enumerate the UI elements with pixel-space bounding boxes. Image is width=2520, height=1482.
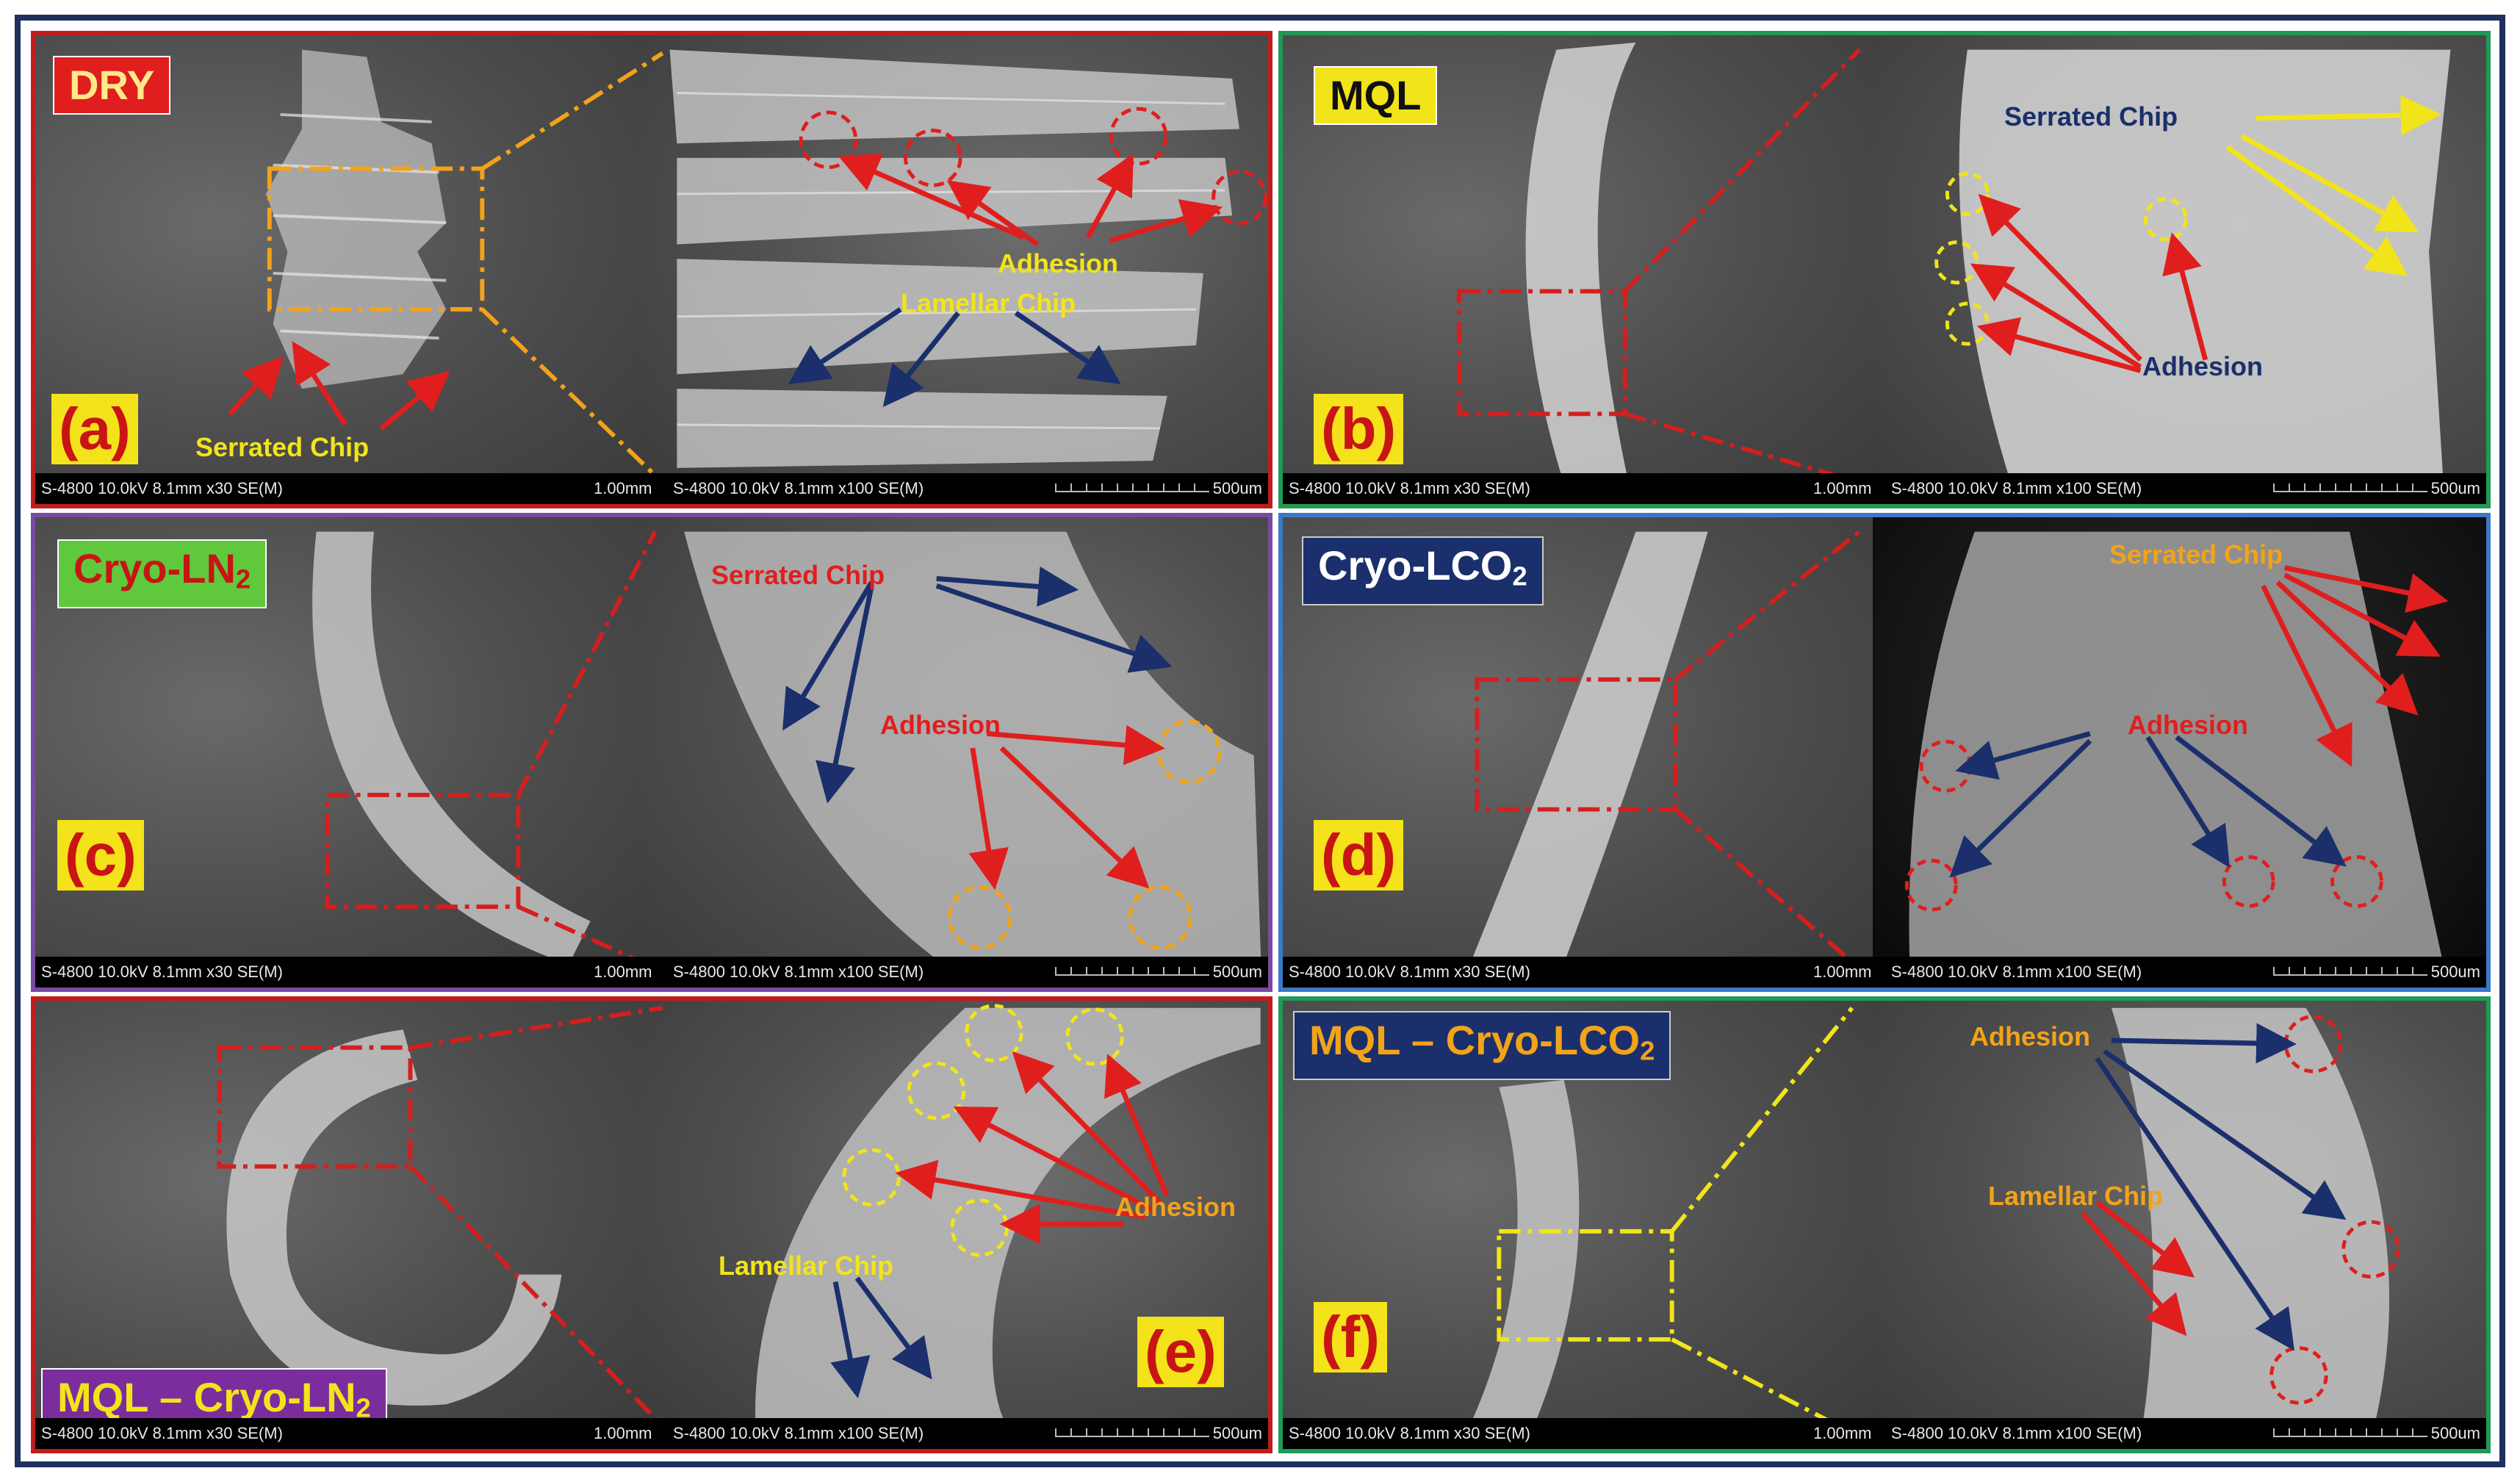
panel-letter: (f) bbox=[1314, 1302, 1387, 1373]
annotation-adhesion: Adhesion bbox=[2142, 351, 2264, 381]
annotation-lamellar-chip: Lamellar Chip bbox=[719, 1251, 894, 1281]
annotation-adhesion: Adhesion bbox=[1970, 1021, 2091, 1051]
condition-label: MQL – Cryo-LCO2 bbox=[1293, 1011, 1671, 1081]
zoom-box bbox=[1497, 1229, 1674, 1342]
panel-b-drawing bbox=[1456, 42, 2451, 485]
panel-c: Cryo-LN2 Serrated Chip Adhesion (c) S-48… bbox=[31, 513, 1272, 992]
panel-d: Cryo-LCO2 Serrated Chip Adhesion (d) S-4… bbox=[1278, 513, 2491, 992]
zoom-box bbox=[217, 1045, 413, 1169]
panel-e: Adhesion Lamellar Chip (e) MQL – Cryo-LN… bbox=[31, 996, 1272, 1453]
annotation-serrated-chip: Serrated Chip bbox=[2109, 539, 2283, 569]
chip-zoom bbox=[2111, 1007, 2390, 1441]
annotation-adhesion: Adhesion bbox=[2128, 710, 2249, 740]
zoom-box bbox=[325, 792, 521, 910]
panel-e-drawing bbox=[217, 1004, 1261, 1441]
panel-a-drawing bbox=[228, 49, 1267, 484]
status-bar: S-4800 10.0kV 8.1mm x30 SE(M) 1.00mm S-4… bbox=[1283, 1418, 2486, 1449]
annotation-adhesion: Adhesion bbox=[1115, 1192, 1236, 1222]
chip-shape bbox=[312, 531, 591, 965]
status-bar: S-4800 10.0kV 8.1mm x30 SE(M) 1.00mm S-4… bbox=[1283, 957, 2486, 988]
chip-zoom bbox=[1909, 531, 2444, 965]
zoom-box bbox=[1475, 677, 1678, 812]
status-bar: S-4800 10.0kV 8.1mm x30 SE(M) 1.00mm S-4… bbox=[1283, 473, 2486, 504]
chip-shape bbox=[1469, 531, 1708, 965]
panel-f: MQL – Cryo-LCO2 Adhesion Lamellar Chip (… bbox=[1278, 996, 2491, 1453]
zoom-box bbox=[1456, 289, 1627, 417]
zoom-box bbox=[267, 166, 485, 312]
panel-c-drawing bbox=[312, 530, 1261, 971]
condition-label: Cryo-LCO2 bbox=[1302, 536, 1544, 606]
annotation-lamellar-chip: Lamellar Chip bbox=[1988, 1181, 2164, 1211]
panel-letter: (a) bbox=[51, 394, 138, 464]
condition-label: DRY bbox=[53, 56, 171, 115]
panel-letter: (b) bbox=[1314, 394, 1404, 464]
chip-shape bbox=[1525, 42, 1636, 483]
annotation-serrated-chip: Serrated Chip bbox=[2004, 101, 2178, 132]
annotation-serrated-chip: Serrated Chip bbox=[711, 560, 885, 590]
status-bar: S-4800 10.0kV 8.1mm x30 SE(M) 1.00mm S-4… bbox=[35, 1418, 1268, 1449]
panel-d-drawing bbox=[1469, 530, 2449, 970]
panel-b: MQL Serrated Chip Adhesion (b) S-4800 10… bbox=[1278, 31, 2491, 508]
annotation-serrated-chip: Serrated Chip bbox=[195, 432, 370, 462]
status-bar: S-4800 10.0kV 8.1mm x30 SE(M) 1.00mm S-4… bbox=[35, 957, 1268, 988]
chip-shape bbox=[1463, 1079, 1580, 1441]
condition-label: MQL bbox=[1314, 66, 1438, 125]
annotation-adhesion: Adhesion bbox=[998, 248, 1119, 278]
condition-label: Cryo-LN2 bbox=[57, 539, 267, 609]
panel-letter: (e) bbox=[1137, 1317, 1224, 1387]
status-bar: S-4800 10.0kV 8.1mm x30 SE(M) 1.00mm S-4… bbox=[35, 473, 1268, 504]
panel-a: DRY Adhesion Lamellar Chip Serrated Chip… bbox=[31, 31, 1272, 508]
annotation-adhesion: Adhesion bbox=[880, 710, 1001, 740]
annotation-lamellar-chip: Lamellar Chip bbox=[901, 288, 1076, 318]
panel-f-drawing bbox=[1463, 1006, 2400, 1441]
panel-letter: (c) bbox=[57, 820, 144, 891]
chip-shape bbox=[226, 1029, 562, 1406]
chip-zoom bbox=[1959, 49, 2451, 483]
panel-letter: (d) bbox=[1314, 820, 1404, 891]
figure-frame: DRY Adhesion Lamellar Chip Serrated Chip… bbox=[15, 15, 2505, 1467]
